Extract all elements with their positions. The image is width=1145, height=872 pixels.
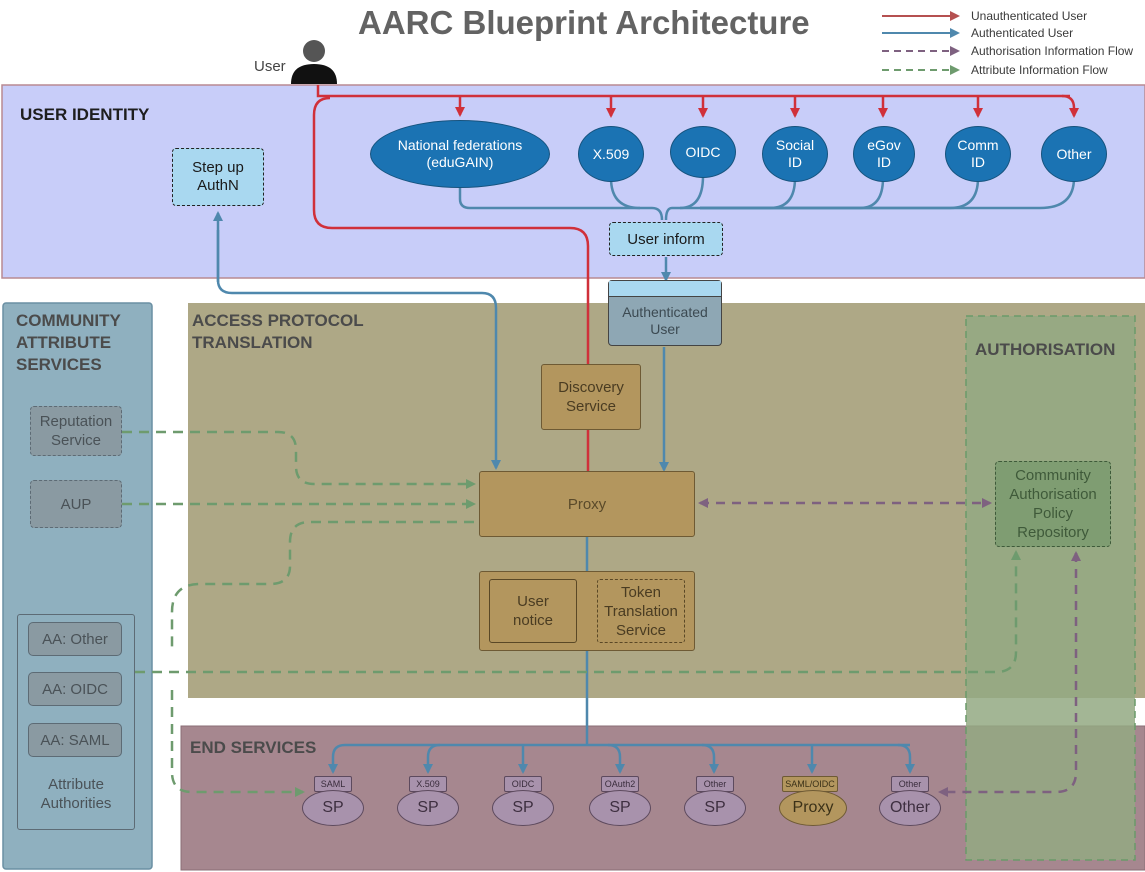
legend-authenticated: Authenticated User: [971, 26, 1074, 40]
aa-other: AA: Other: [28, 622, 122, 656]
end-service-tag: SAML/OIDC: [782, 776, 838, 792]
aup: AUP: [30, 480, 122, 528]
aa-oidc: AA: OIDC: [28, 672, 122, 706]
authorisation-region: [965, 315, 1136, 861]
user-inform: User inform: [609, 222, 723, 256]
idp-national-federations: National federations (eduGAIN): [370, 120, 550, 188]
end-service-label: SP: [397, 790, 459, 826]
end-service-x509-sp: X.509 SP: [397, 776, 459, 828]
authenticated-flow: [213, 175, 1076, 774]
authenticated-user-header: [609, 281, 721, 297]
end-service-proxy: SAML/OIDC Proxy: [779, 776, 847, 828]
end-service-label: SP: [492, 790, 554, 826]
end-service-oauth2-sp: OAuth2 SP: [589, 776, 651, 828]
end-service-other-sp: Other SP: [684, 776, 746, 828]
policy-repository: Community Authorisation Policy Repositor…: [995, 461, 1111, 547]
token-translation-service: Token Translation Service: [597, 579, 685, 643]
authenticated-user-card: Authenticated User: [608, 280, 722, 346]
attribute-authorities-caption: Attribute Authorities: [40, 776, 112, 812]
user-notice: User notice: [489, 579, 577, 643]
end-service-label: Other: [879, 790, 941, 826]
end-service-label: SP: [302, 790, 364, 826]
region-title-end-services: END SERVICES: [190, 738, 317, 757]
end-service-label: Proxy: [779, 790, 847, 826]
proxy-services-container: User notice Token Translation Service: [479, 571, 695, 651]
legend-attribute-flow: Attribute Information Flow: [971, 63, 1108, 77]
authorisation-flow: [698, 498, 1081, 797]
idp-x509: X.509: [578, 126, 644, 182]
end-service-saml-sp: SAML SP: [302, 776, 364, 828]
attribute-flow: [122, 430, 1021, 797]
unauthenticated-flow: [312, 85, 1079, 472]
idp-comm-id: Comm ID: [945, 126, 1011, 182]
region-title-community: COMMUNITY ATTRIBUTE SERVICES: [16, 311, 121, 374]
region-title-user-identity: USER IDENTITY: [20, 105, 150, 124]
legend-lines: [882, 11, 960, 75]
user-icon: [291, 40, 337, 84]
legend-authorisation-flow: Authorisation Information Flow: [971, 44, 1134, 58]
proxy: Proxy: [479, 471, 695, 537]
idp-egov-id: eGov ID: [853, 126, 915, 182]
attribute-authorities-group: [17, 614, 135, 830]
region-title-authorisation: AUTHORISATION: [975, 340, 1116, 359]
idp-oidc: OIDC: [670, 126, 736, 178]
authenticated-user-label: Authenticated User: [622, 304, 708, 337]
discovery-service: Discovery Service: [541, 364, 641, 430]
end-service-label: SP: [684, 790, 746, 826]
idp-other: Other: [1041, 126, 1107, 182]
diagram-title: AARC Blueprint Architecture: [358, 4, 810, 41]
aa-saml: AA: SAML: [28, 723, 122, 757]
user-label: User: [254, 58, 286, 75]
end-service-oidc-sp: OIDC SP: [492, 776, 554, 828]
step-up-authn: Step up AuthN: [172, 148, 264, 206]
legend-unauthenticated: Unauthenticated User: [971, 9, 1088, 23]
end-service-other: Other Other: [879, 776, 941, 828]
reputation-service: Reputation Service: [30, 406, 122, 456]
end-service-label: SP: [589, 790, 651, 826]
idp-social-id: Social ID: [762, 126, 828, 182]
region-title-access: ACCESS PROTOCOL TRANSLATION: [192, 311, 364, 352]
